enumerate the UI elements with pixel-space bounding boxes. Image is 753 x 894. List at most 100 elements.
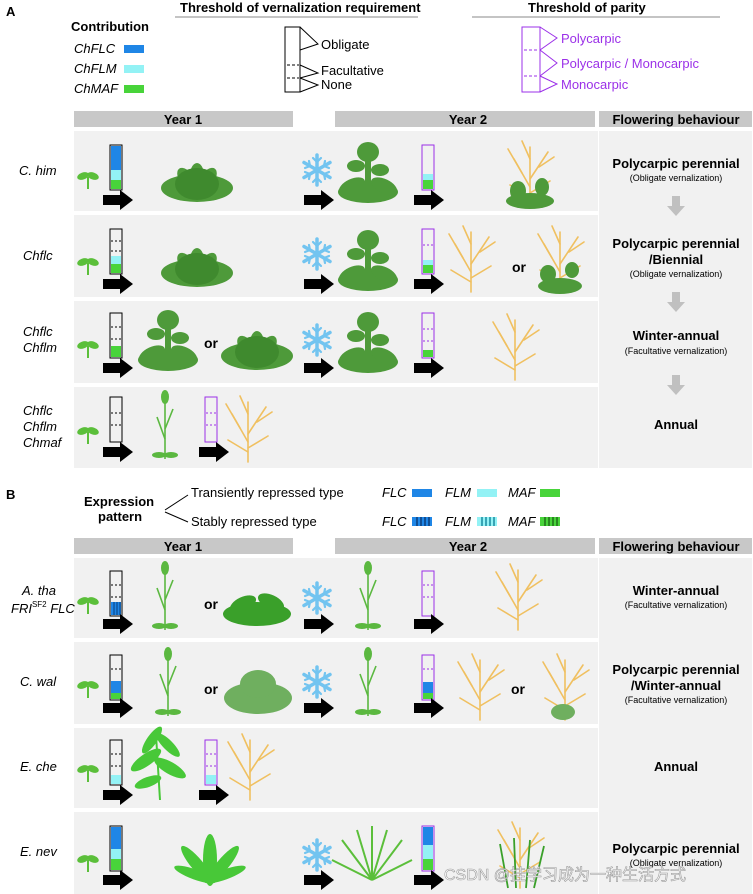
legend-swatch-chflm bbox=[124, 65, 144, 73]
row-a3-diagram: or bbox=[75, 310, 540, 381]
panel-b-label: B bbox=[6, 487, 15, 502]
gene-flm-label-2: FLM bbox=[445, 514, 471, 529]
row-a4-diagram bbox=[75, 389, 273, 463]
type-transient-label: Transiently repressed type bbox=[191, 485, 344, 500]
row-b1-flc: FLC bbox=[47, 601, 76, 616]
panel-b-behaviour-header: Flowering behaviour bbox=[612, 539, 739, 554]
row-b3-line: E. che bbox=[20, 759, 57, 774]
row-a2-behaviour-2: /Biennial bbox=[649, 252, 703, 267]
gene-flm-transient-swatch bbox=[477, 489, 497, 497]
parity-mixed-label: Polycarpic / Monocarpic bbox=[561, 56, 699, 71]
panel-a-year1-header: Year 1 bbox=[164, 112, 202, 127]
row-b1-diagram: or bbox=[75, 560, 543, 634]
row-a3-line2: Chflm bbox=[23, 340, 57, 355]
row-b1-behaviour: Winter-annual bbox=[633, 583, 720, 598]
panel-b-year2-header: Year 2 bbox=[449, 539, 487, 554]
type-stable-label: Stably repressed type bbox=[191, 514, 317, 529]
legend-label-chflm: ChFLM bbox=[74, 61, 117, 76]
row-a2-tube2 bbox=[421, 228, 435, 275]
vern-none-label: None bbox=[321, 77, 352, 92]
row-a3-line1: Chflc bbox=[23, 324, 53, 339]
row-b2-tube1 bbox=[109, 654, 123, 701]
row-b1-or1: or bbox=[204, 596, 219, 612]
panel-a-behaviour-header: Flowering behaviour bbox=[612, 112, 739, 127]
legend-swatch-chflc bbox=[124, 45, 144, 53]
expr-title-2: pattern bbox=[98, 509, 142, 524]
vern-threshold-title: Threshold of vernalization requirement bbox=[180, 0, 421, 15]
gene-flm-label-1: FLM bbox=[445, 485, 471, 500]
legend-label-chflc: ChFLC bbox=[74, 41, 116, 56]
row-b3-behaviour: Annual bbox=[654, 759, 698, 774]
panel-a-year2-header: Year 2 bbox=[449, 112, 487, 127]
row-a2-sub: (Obligate vernalization) bbox=[630, 269, 723, 279]
legend-title: Contribution bbox=[71, 19, 149, 34]
row-b2-sub: (Facultative vernalization) bbox=[625, 695, 728, 705]
row-a1-tube1 bbox=[109, 144, 123, 191]
gene-flc-label-2: FLC bbox=[382, 514, 407, 529]
gene-maf-transient-swatch bbox=[540, 489, 560, 497]
row-b4-behaviour: Polycarpic perennial bbox=[612, 841, 739, 856]
row-b1-tube1 bbox=[109, 570, 123, 617]
parity-threshold-key: Polycarpic Polycarpic / Monocarpic Monoc… bbox=[521, 26, 699, 93]
row-b4-diagram bbox=[75, 821, 545, 890]
vern-facultative-label: Facultative bbox=[321, 63, 384, 78]
legend-label-chmaf: ChMAF bbox=[74, 81, 119, 96]
row-a1-diagram bbox=[75, 140, 555, 210]
row-a4-tube2 bbox=[204, 396, 218, 443]
row-b4-tube1 bbox=[109, 825, 123, 872]
row-b4-line: E. nev bbox=[20, 844, 58, 859]
row-a4-line1: Chflc bbox=[23, 403, 53, 418]
row-a4-line2: Chflm bbox=[23, 419, 57, 434]
row-b3-diagram bbox=[75, 726, 275, 805]
vern-threshold-key: Obligate Facultative None bbox=[284, 26, 384, 93]
row-a3-tube2 bbox=[421, 312, 435, 359]
row-b2-diagram: or or bbox=[75, 646, 590, 721]
row-a2-diagram: or bbox=[75, 225, 585, 294]
row-b1-fri: FRI bbox=[11, 601, 32, 616]
row-a3-or1: or bbox=[204, 335, 219, 351]
gene-maf-label-1: MAF bbox=[508, 485, 537, 500]
svg-text:FRISF2 FLC: FRISF2 FLC bbox=[11, 600, 75, 616]
legend-swatch-chmaf bbox=[124, 85, 144, 93]
row-b1-sub: (Facultative vernalization) bbox=[625, 600, 728, 610]
row-a1-sub: (Obligate vernalization) bbox=[630, 173, 723, 183]
row-b2-behaviour-1: Polycarpic perennial bbox=[612, 662, 739, 677]
gene-flc-stable-swatch bbox=[412, 517, 432, 526]
row-b2-tube2 bbox=[421, 654, 435, 701]
row-a1-tube2 bbox=[421, 144, 435, 191]
legend-entries: ChFLC ChFLM ChMAF bbox=[74, 41, 144, 96]
parity-threshold-title: Threshold of parity bbox=[528, 0, 647, 15]
row-b1-line2: FRISF2 FLC bbox=[11, 600, 75, 616]
row-b4-sub: (Obligate vernalization) bbox=[630, 858, 723, 868]
vern-obligate-label: Obligate bbox=[321, 37, 369, 52]
row-b2-line: C. wal bbox=[20, 674, 57, 689]
row-b1-tube2 bbox=[421, 570, 435, 617]
expr-title-1: Expression bbox=[84, 494, 154, 509]
panel-b-year1-header: Year 1 bbox=[164, 539, 202, 554]
row-a1-line: C. him bbox=[19, 163, 57, 178]
row-a4-tube1 bbox=[109, 396, 123, 443]
row-b4-tube2 bbox=[421, 825, 435, 872]
row-a2-tube1 bbox=[109, 228, 123, 275]
row-b3-tube1 bbox=[109, 739, 123, 786]
parity-polycarpic-label: Polycarpic bbox=[561, 31, 621, 46]
row-b1-sf2: SF2 bbox=[32, 600, 47, 609]
row-a4-line3: Chmaf bbox=[23, 435, 63, 450]
row-a2-line: Chflc bbox=[23, 248, 53, 263]
gene-flc-transient-swatch bbox=[412, 489, 432, 497]
row-b2-or1: or bbox=[204, 681, 219, 697]
gene-flm-stable-swatch bbox=[477, 517, 497, 526]
row-b2-behaviour-2: /Winter-annual bbox=[631, 678, 721, 693]
row-a3-behaviour: Winter-annual bbox=[633, 328, 720, 343]
gene-maf-stable-swatch bbox=[540, 517, 560, 526]
gene-legend: FLC FLM MAF FLC FLM MAF bbox=[382, 485, 560, 529]
row-b3-tube2 bbox=[204, 739, 218, 786]
gene-maf-label-2: MAF bbox=[508, 514, 537, 529]
row-a2-or2: or bbox=[512, 259, 527, 275]
row-a3-tube1 bbox=[109, 312, 123, 359]
row-a4-behaviour: Annual bbox=[654, 417, 698, 432]
row-a1-behaviour: Polycarpic perennial bbox=[612, 156, 739, 171]
panel-a-label: A bbox=[6, 4, 16, 19]
parity-monocarpic-label: Monocarpic bbox=[561, 77, 629, 92]
